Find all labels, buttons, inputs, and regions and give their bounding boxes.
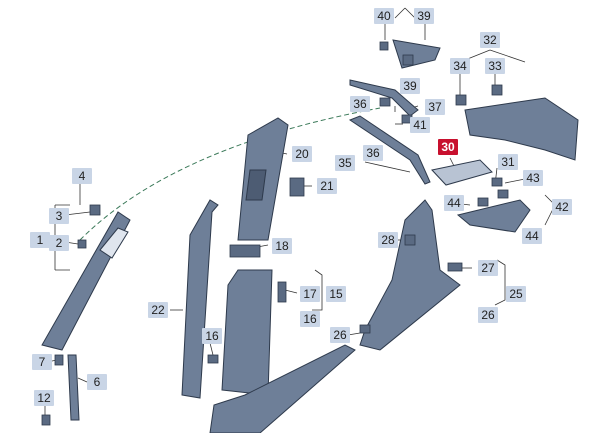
label-34: 34 — [450, 58, 470, 74]
label-44: 44 — [444, 195, 464, 211]
label-7: 7 — [32, 354, 52, 370]
roof-dash-line — [79, 107, 381, 241]
label-33: 33 — [485, 58, 505, 74]
label-42: 42 — [552, 199, 572, 215]
label-28: 28 — [378, 232, 398, 248]
label-43: 43 — [523, 170, 543, 186]
label-37: 37 — [425, 99, 445, 115]
label-15: 15 — [326, 286, 346, 302]
label-1: 1 — [30, 232, 50, 248]
b-pillar-outer-strip — [181, 199, 219, 399]
part-30-module — [431, 159, 493, 186]
label-18: 18 — [272, 238, 292, 254]
a-pillar-trim-face — [99, 227, 129, 259]
label-41: 41 — [410, 117, 430, 133]
label-6: 6 — [87, 374, 107, 390]
label-20: 20 — [292, 146, 312, 162]
part-39-trim — [392, 39, 441, 69]
label-35: 35 — [335, 155, 355, 171]
label-26: 26 — [478, 307, 498, 323]
a-pillar-lower-strip — [67, 354, 80, 421]
label-39-lower: 39 — [400, 78, 420, 94]
label-32: 32 — [480, 32, 500, 48]
label-25: 25 — [506, 286, 526, 302]
label-26-left: 26 — [330, 327, 350, 343]
panel-parts — [41, 39, 579, 433]
label-22: 22 — [148, 302, 168, 318]
b-pillar-lower — [221, 269, 273, 396]
label-39: 39 — [414, 8, 434, 24]
label-44-lower: 44 — [522, 228, 542, 244]
label-27: 27 — [478, 260, 498, 276]
label-2: 2 — [49, 235, 69, 251]
label-3: 3 — [49, 208, 69, 224]
sill-plate — [209, 344, 356, 433]
label-17: 17 — [300, 286, 320, 302]
label-12: 12 — [34, 390, 54, 406]
label-16: 16 — [300, 311, 320, 327]
label-31: 31 — [498, 154, 518, 170]
label-21: 21 — [317, 178, 337, 194]
c-pillar-trim — [359, 199, 461, 351]
label-16-left: 16 — [202, 328, 222, 344]
label-30-highlighted: 30 — [438, 139, 458, 155]
rear-quarter-lower-panel — [456, 199, 531, 233]
label-40: 40 — [374, 8, 394, 24]
label-36-lower: 36 — [363, 145, 383, 161]
rear-quarter-upper-panel — [464, 97, 579, 161]
roof-rail-trim — [348, 115, 431, 185]
b-pillar-upper-slot — [245, 169, 267, 201]
label-4: 4 — [72, 168, 92, 184]
label-36: 36 — [350, 96, 370, 112]
